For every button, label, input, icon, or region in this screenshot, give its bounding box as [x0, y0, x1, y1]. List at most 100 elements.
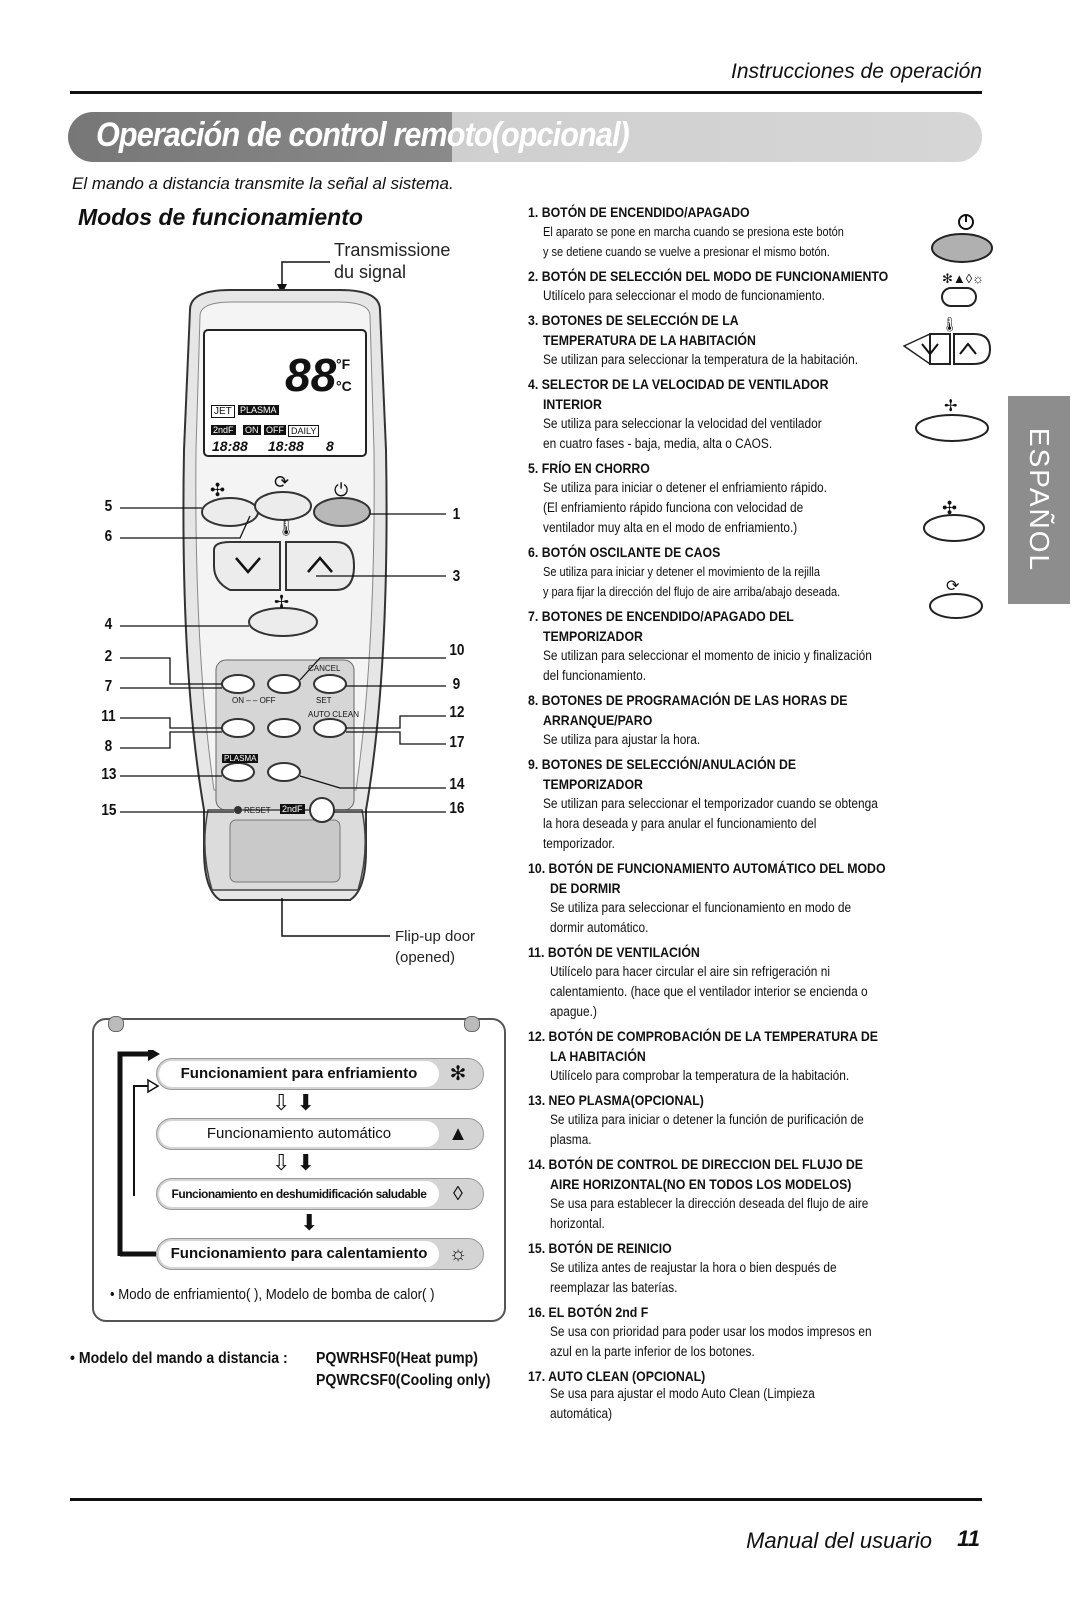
flip-door-label-2: (opened) — [395, 949, 456, 966]
item-7-desc: Se utilizan para seleccionar el momento … — [543, 648, 872, 663]
flow-note: • Modo de enfriamiento( ), Modelo de bom… — [110, 1286, 435, 1303]
remote-cancel-label: CANCEL — [308, 664, 341, 673]
item-15-desc-2: reemplazar las baterías. — [550, 1280, 678, 1295]
transmission-label-2: du signal — [334, 262, 407, 282]
callout-13: 13 — [101, 766, 117, 783]
item-14-head: 14. BOTÓN DE CONTROL DE DIRECCION DEL FL… — [528, 1156, 863, 1172]
item-11-head: 11. BOTÓN DE VENTILACIÓN — [528, 944, 700, 960]
item-11-desc-2: calentamiento. (hace que el ventilador i… — [550, 984, 868, 999]
display-time-off: 18:88 — [268, 438, 304, 454]
model-cooling-only: PQWRCSF0(Cooling only) — [316, 1372, 491, 1389]
item-12-head-2: LA HABITACIÓN — [550, 1048, 646, 1064]
item-9-desc: Se utilizan para seleccionar el temporiz… — [543, 796, 878, 811]
remote-illustration — [120, 261, 446, 937]
display-hr: 8 — [326, 438, 334, 454]
model-heat-pump: PQWRHSF0(Heat pump) — [316, 1350, 478, 1367]
item-5-head: 5. FRÍO EN CHORRO — [528, 460, 650, 476]
item-15-head: 15. BOTÓN DE REINICIO — [528, 1240, 672, 1256]
item-2-head: 2. BOTÓN DE SELECCIÓN DEL MODO DE FUNCIO… — [528, 268, 889, 284]
flow-arrow-down-3: ⬇ — [300, 1210, 319, 1235]
display-jet: JET — [211, 405, 235, 418]
item-1-head: 1. BOTÓN DE ENCENDIDO/APAGADO — [528, 204, 750, 220]
section-banner — [68, 112, 982, 162]
item-17-head: 17. AUTO CLEAN (OPCIONAL) — [528, 1368, 706, 1384]
flow-mode-cooling: Funcionamient para enfriamiento ✻ — [156, 1058, 484, 1090]
fan-speed-icon-side: ✢ — [944, 398, 958, 415]
item-4-desc-2: en cuatro fases - baja, media, alta o CA… — [543, 436, 773, 451]
item-13-desc-2: plasma. — [550, 1132, 592, 1147]
flow-mode-auto: Funcionamiento automático ▲ — [156, 1118, 484, 1150]
callout-17: 17 — [449, 734, 465, 751]
item-10-desc: Se utiliza para seleccionar el funcionam… — [550, 900, 852, 915]
display-plasma: PLASMA — [238, 405, 279, 415]
footer-title: Manual del usuario — [746, 1528, 932, 1553]
callout-10: 10 — [449, 642, 465, 659]
header-rule — [70, 91, 982, 94]
item-7-head-2: TEMPORIZADOR — [543, 628, 643, 644]
item-4-head: 4. SELECTOR DE LA VELOCIDAD DE VENTILADO… — [528, 376, 829, 392]
item-17-desc: Se usa para ajustar el modo Auto Clean (… — [550, 1386, 815, 1401]
item-10-head-2: DE DORMIR — [550, 880, 621, 896]
callout-16: 16 — [449, 800, 465, 817]
header-title: Instrucciones de operación — [731, 60, 982, 83]
item-13-desc: Se utiliza para iniciar o detener la fun… — [550, 1112, 864, 1127]
chaos-swing-icon-side: ⟳ — [946, 578, 960, 595]
callout-5: 5 — [104, 498, 113, 515]
item-10-head: 10. BOTÓN DE FUNCIONAMIENTO AUTOMÁTICO D… — [528, 860, 886, 876]
remote-on-off-label: ON – – OFF — [232, 696, 276, 705]
remote-2ndf-label: 2ndF — [280, 804, 305, 814]
item-7-desc-2: del funcionamiento. — [543, 668, 647, 683]
item-5-desc-3: ventilador muy alta en el modo de enfria… — [543, 520, 798, 535]
item-2-desc: Utilícelo para seleccionar el modo de fu… — [543, 288, 825, 303]
remote-auto-clean-label: AUTO CLEAN — [308, 710, 359, 719]
display-unit-c: °C — [336, 378, 352, 394]
flow-arrow-down-2: ⇩ ⬇ — [272, 1150, 315, 1175]
item-11-desc-3: apague.) — [550, 1004, 597, 1019]
item-8-head-2: ARRANQUE/PARO — [543, 712, 653, 728]
item-15-desc: Se utiliza antes de reajustar la hora o … — [550, 1260, 837, 1275]
water-drop-icon: ◊ — [453, 1183, 463, 1205]
language-tab — [1008, 396, 1070, 604]
flow-mode-dehumidify: Funcionamiento en deshumidificación salu… — [156, 1178, 484, 1210]
item-14-head-2: AIRE HORIZONTAL(NO EN TODOS LOS MODELOS) — [550, 1176, 852, 1192]
item-7-head: 7. BOTONES DE ENCENDIDO/APAGADO DEL — [528, 608, 794, 624]
callout-7: 7 — [104, 678, 113, 695]
page-number: 11 — [957, 1526, 980, 1551]
snowflake-icon: ✻ — [449, 1063, 467, 1085]
banner-title: Operación de control remoto(opcional) — [96, 116, 630, 154]
callout-12: 12 — [449, 704, 465, 721]
transmission-label: Transmissione — [334, 240, 451, 260]
item-4-head-2: INTERIOR — [543, 396, 602, 412]
flow-mode-heating: Funcionamiento para calentamiento ☼ — [156, 1238, 484, 1270]
item-5-desc: Se utiliza para iniciar o detener el enf… — [543, 480, 827, 495]
flow-mode-auto-label: Funcionamiento automático — [159, 1121, 439, 1147]
thermometer-icon: 🌡 — [276, 520, 297, 537]
item-3-head: 3. BOTONES DE SELECCIÓN DE LA — [528, 312, 739, 328]
chaos-swing-icon: ⟳ — [274, 472, 290, 492]
display-unit-f: °F — [336, 356, 351, 372]
item-8-desc: Se utiliza para ajustar la hora. — [543, 732, 701, 747]
item-11-desc: Utilícelo para hacer circular el aire si… — [550, 964, 830, 979]
flip-door-label: Flip-up door — [395, 928, 476, 945]
flow-arrow-down-1: ⇩ ⬇ — [272, 1090, 315, 1115]
panel-screw-right — [464, 1016, 480, 1032]
callout-4: 4 — [104, 616, 113, 633]
item-12-desc: Utilícelo para comprobar la temperatura … — [550, 1068, 850, 1083]
panel-screw-left — [108, 1016, 124, 1032]
item-12-head: 12. BOTÓN DE COMPROBACIÓN DE LA TEMPERAT… — [528, 1028, 879, 1044]
button-illustrations — [902, 214, 993, 619]
callout-1: 1 — [452, 506, 461, 523]
item-8-head: 8. BOTONES DE PROGRAMACIÓN DE LAS HORAS … — [528, 692, 848, 708]
item-1-desc-2: y se detiene cuando se vuelve a presiona… — [543, 245, 830, 259]
sun-icon: ☼ — [448, 1243, 468, 1265]
flow-arrows — [117, 1050, 160, 1257]
item-6-desc: Se utiliza para iniciar y detener el mov… — [543, 565, 820, 579]
model-label: • Modelo del mando a distancia : — [70, 1350, 288, 1367]
item-1-desc: El aparato se pone en marcha cuando se p… — [543, 225, 844, 239]
item-14-desc-2: horizontal. — [550, 1216, 605, 1231]
remote-plasma-label: PLASMA — [222, 754, 259, 763]
item-10-desc-2: dormir automático. — [550, 920, 649, 935]
callout-14: 14 — [449, 776, 465, 793]
thermometer-icon-side: 🌡 — [941, 316, 959, 332]
footer-rule — [70, 1498, 982, 1501]
